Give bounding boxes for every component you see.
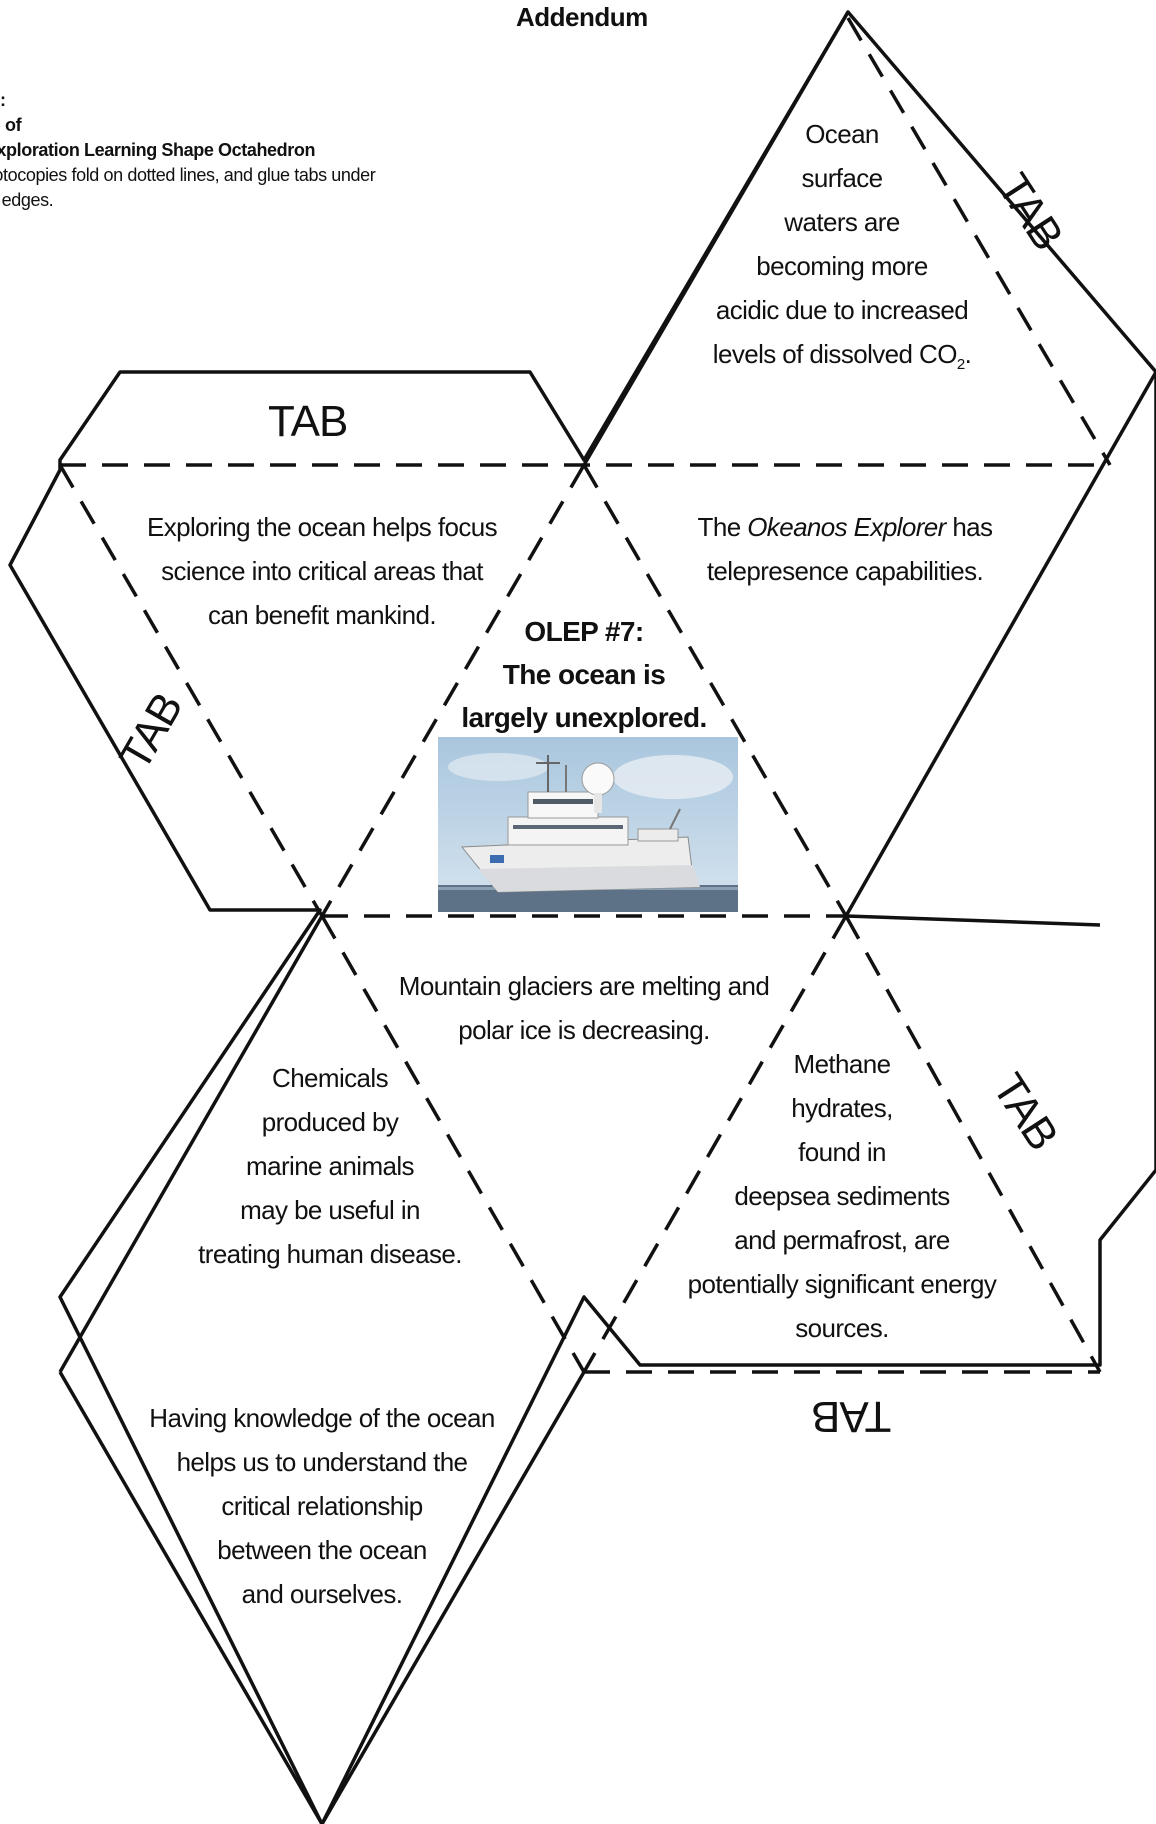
edge-right-panel [845, 914, 1101, 927]
fold-line-lower-right [582, 915, 848, 1373]
face-glaciers: Mountain glaciers are melting and polar … [398, 971, 770, 1045]
face-methane-hydrates: Methane hydrates, found in deepsea sedim… [687, 1049, 997, 1343]
fold-line-tab-top-right [846, 17, 1112, 466]
face-ocean-knowledge: Having knowledge of the ocean helps us t… [149, 1403, 495, 1609]
edge-lower-left [58, 915, 324, 1373]
net-outline [8, 10, 1156, 1824]
caption-instructions-1: g photocopies fold on dotted lines, and … [0, 165, 376, 185]
fold-line-tab-left [58, 464, 324, 917]
face-exploring-ocean: Exploring the ocean helps focus science … [147, 512, 498, 630]
tab-label-top-left: TAB [268, 397, 348, 446]
face-olep-center: OLEP #7: The ocean is largely unexplored… [461, 616, 707, 733]
face-okeanos-explorer: The Okeanos Explorer has telepresence ca… [697, 512, 994, 586]
caption-line-3: an Exploration Learning Shape Octahedron [0, 140, 316, 160]
page-title: Addendum [516, 2, 648, 32]
edge-left-bottom [58, 1371, 324, 1824]
fold-line-tab-right [844, 915, 1102, 1373]
tab-label-bottom: TAB [812, 1392, 892, 1441]
caption-instructions-2: thing edges. [0, 190, 54, 210]
figure-caption: re 2c: mple of an Exploration Learning S… [0, 88, 520, 213]
edge-bottom-right [320, 1371, 586, 1824]
fold-line-lower-left [320, 915, 586, 1373]
caption-figure-label: re 2c: [0, 90, 6, 110]
edge-upper-right [582, 11, 850, 466]
research-ship-photo [438, 737, 738, 912]
edge-right-lower [844, 371, 1156, 917]
face-marine-chemicals: Chemicals produced by marine animals may… [198, 1063, 462, 1269]
caption-line-2: mple of [0, 115, 22, 135]
face-ocean-acidification: Ocean surface waters are becoming more a… [712, 119, 972, 374]
fold-line-center-right [582, 464, 848, 917]
fold-line-center-left [320, 464, 586, 917]
